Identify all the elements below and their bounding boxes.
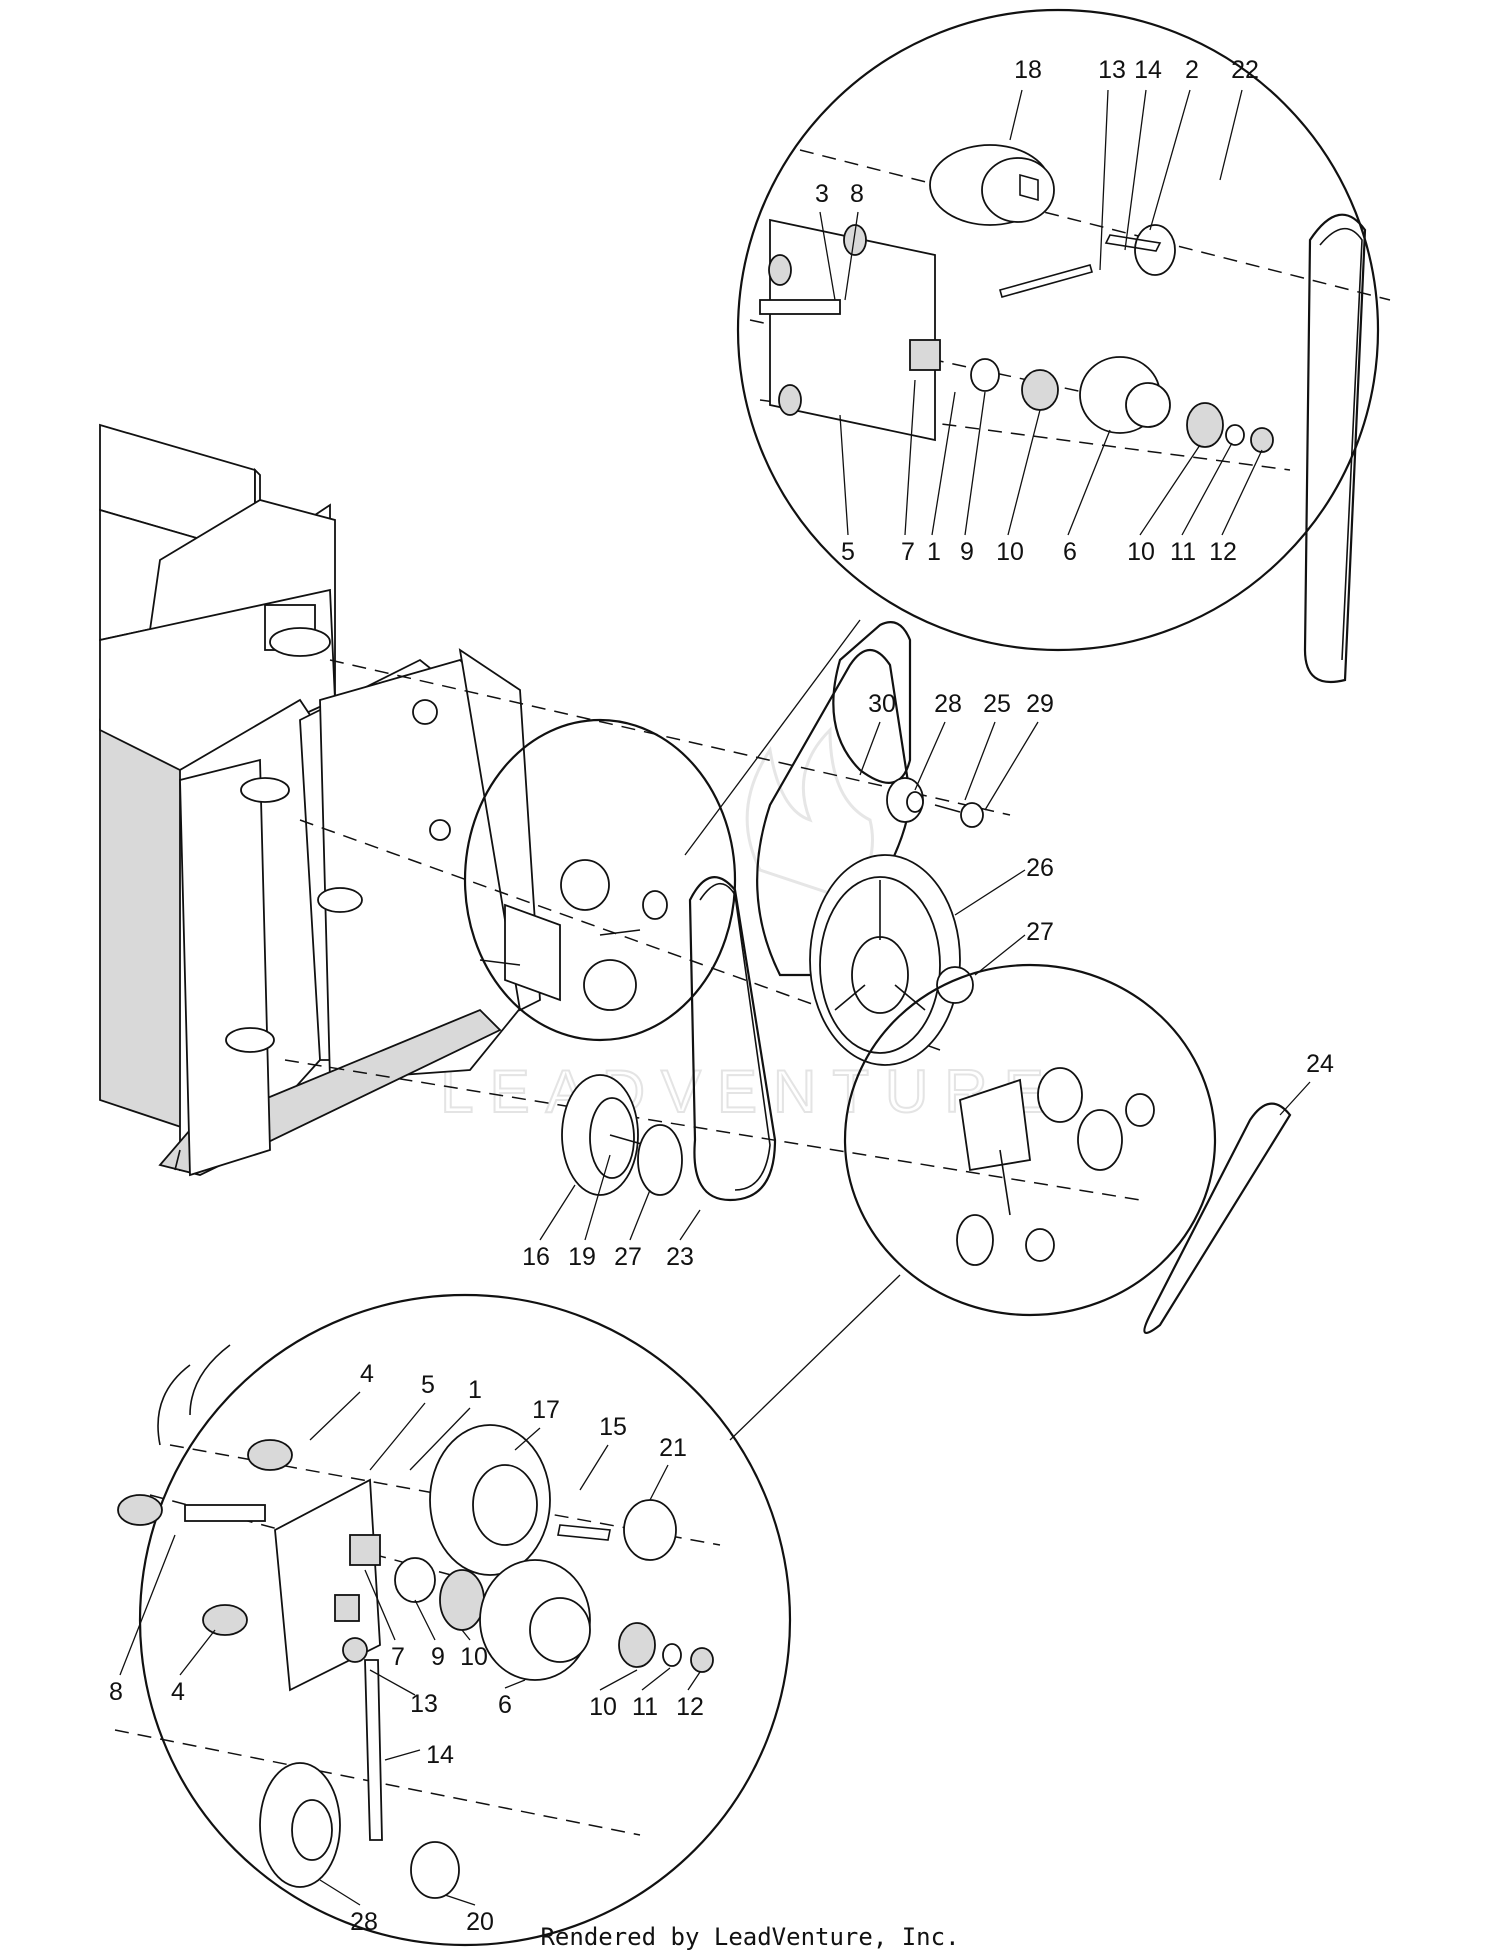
callout-22: 22	[1231, 56, 1259, 84]
callout-14: 14	[1134, 56, 1162, 84]
callout-8: 8	[850, 180, 864, 208]
callout-3: 3	[815, 180, 829, 208]
callout-16: 16	[522, 1243, 550, 1271]
callout-28b: 28	[350, 1908, 378, 1936]
callout-7: 7	[901, 538, 915, 566]
callout-10b: 10	[1127, 538, 1155, 566]
callout-23: 23	[666, 1243, 694, 1271]
shaft-line-lower	[284, 1059, 1141, 1201]
footer-credit: Rendered by LeadVenture, Inc.	[540, 1923, 959, 1951]
detail-connector-top	[684, 619, 861, 856]
callout-27b: 27	[614, 1243, 642, 1271]
callout-24: 24	[1306, 1050, 1334, 1078]
detail-circle-middle	[463, 718, 737, 1042]
callout-15: 15	[599, 1413, 627, 1441]
callout-11b: 11	[632, 1693, 658, 1721]
tiller-housing	[99, 423, 541, 1177]
callout-9: 9	[960, 538, 974, 566]
callout-17: 17	[532, 1396, 560, 1424]
callout-19: 19	[568, 1243, 596, 1271]
callout-25: 25	[983, 690, 1011, 718]
belt-23	[688, 876, 777, 1202]
watermark-text: LEADVENTURE	[440, 1058, 1059, 1125]
callouts-top: 18 13 14 2 22 3 8 5 7 1 9 10 6 10 11 12	[815, 56, 1263, 566]
callout-10: 10	[996, 538, 1024, 566]
callout-26: 26	[1026, 854, 1054, 882]
callout-21: 21	[659, 1434, 687, 1462]
callout-1b: 1	[468, 1376, 482, 1404]
pulley-16	[561, 1074, 683, 1196]
watermark-logo: LEADVENTURE	[439, 726, 1059, 1126]
pulley-26	[809, 854, 961, 1066]
callout-29: 29	[1026, 690, 1054, 718]
callout-11: 11	[1170, 538, 1196, 566]
pulley-28-main	[886, 777, 984, 828]
callout-2: 2	[1185, 56, 1199, 84]
callout-12: 12	[1209, 538, 1237, 566]
callout-30: 30	[868, 690, 896, 718]
callout-6b: 6	[498, 1691, 512, 1719]
callout-5b: 5	[421, 1371, 435, 1399]
callout-28: 28	[934, 690, 962, 718]
callout-6: 6	[1063, 538, 1077, 566]
callout-12b: 12	[676, 1693, 704, 1721]
callout-7b: 7	[391, 1643, 405, 1671]
callout-10d: 10	[589, 1693, 617, 1721]
callout-4b: 4	[171, 1678, 185, 1706]
callout-27: 27	[1026, 918, 1054, 946]
callout-9b: 9	[431, 1643, 445, 1671]
callouts-main: 30 28 25 29 26 27 24 16 19 27 23	[522, 690, 1334, 1271]
callout-13: 13	[1098, 56, 1126, 84]
callout-20: 20	[466, 1908, 494, 1936]
callouts-bottom: 4 5 1 17 15 21 8 4 7 9 10 6 10 11 12 13 …	[109, 1360, 704, 1936]
belt-24	[1143, 1102, 1292, 1335]
detail-connector-bottom	[729, 1274, 901, 1441]
callout-10c: 10	[460, 1643, 488, 1671]
detail-circle-top	[736, 8, 1391, 684]
callout-8b: 8	[109, 1678, 123, 1706]
detail-circle-right	[843, 963, 1217, 1317]
callout-4: 4	[360, 1360, 374, 1388]
callout-14b: 14	[426, 1741, 454, 1769]
callout-5: 5	[841, 538, 855, 566]
detail-circle-bottom	[114, 1293, 792, 1947]
callout-18: 18	[1014, 56, 1042, 84]
callout-1: 1	[927, 538, 941, 566]
